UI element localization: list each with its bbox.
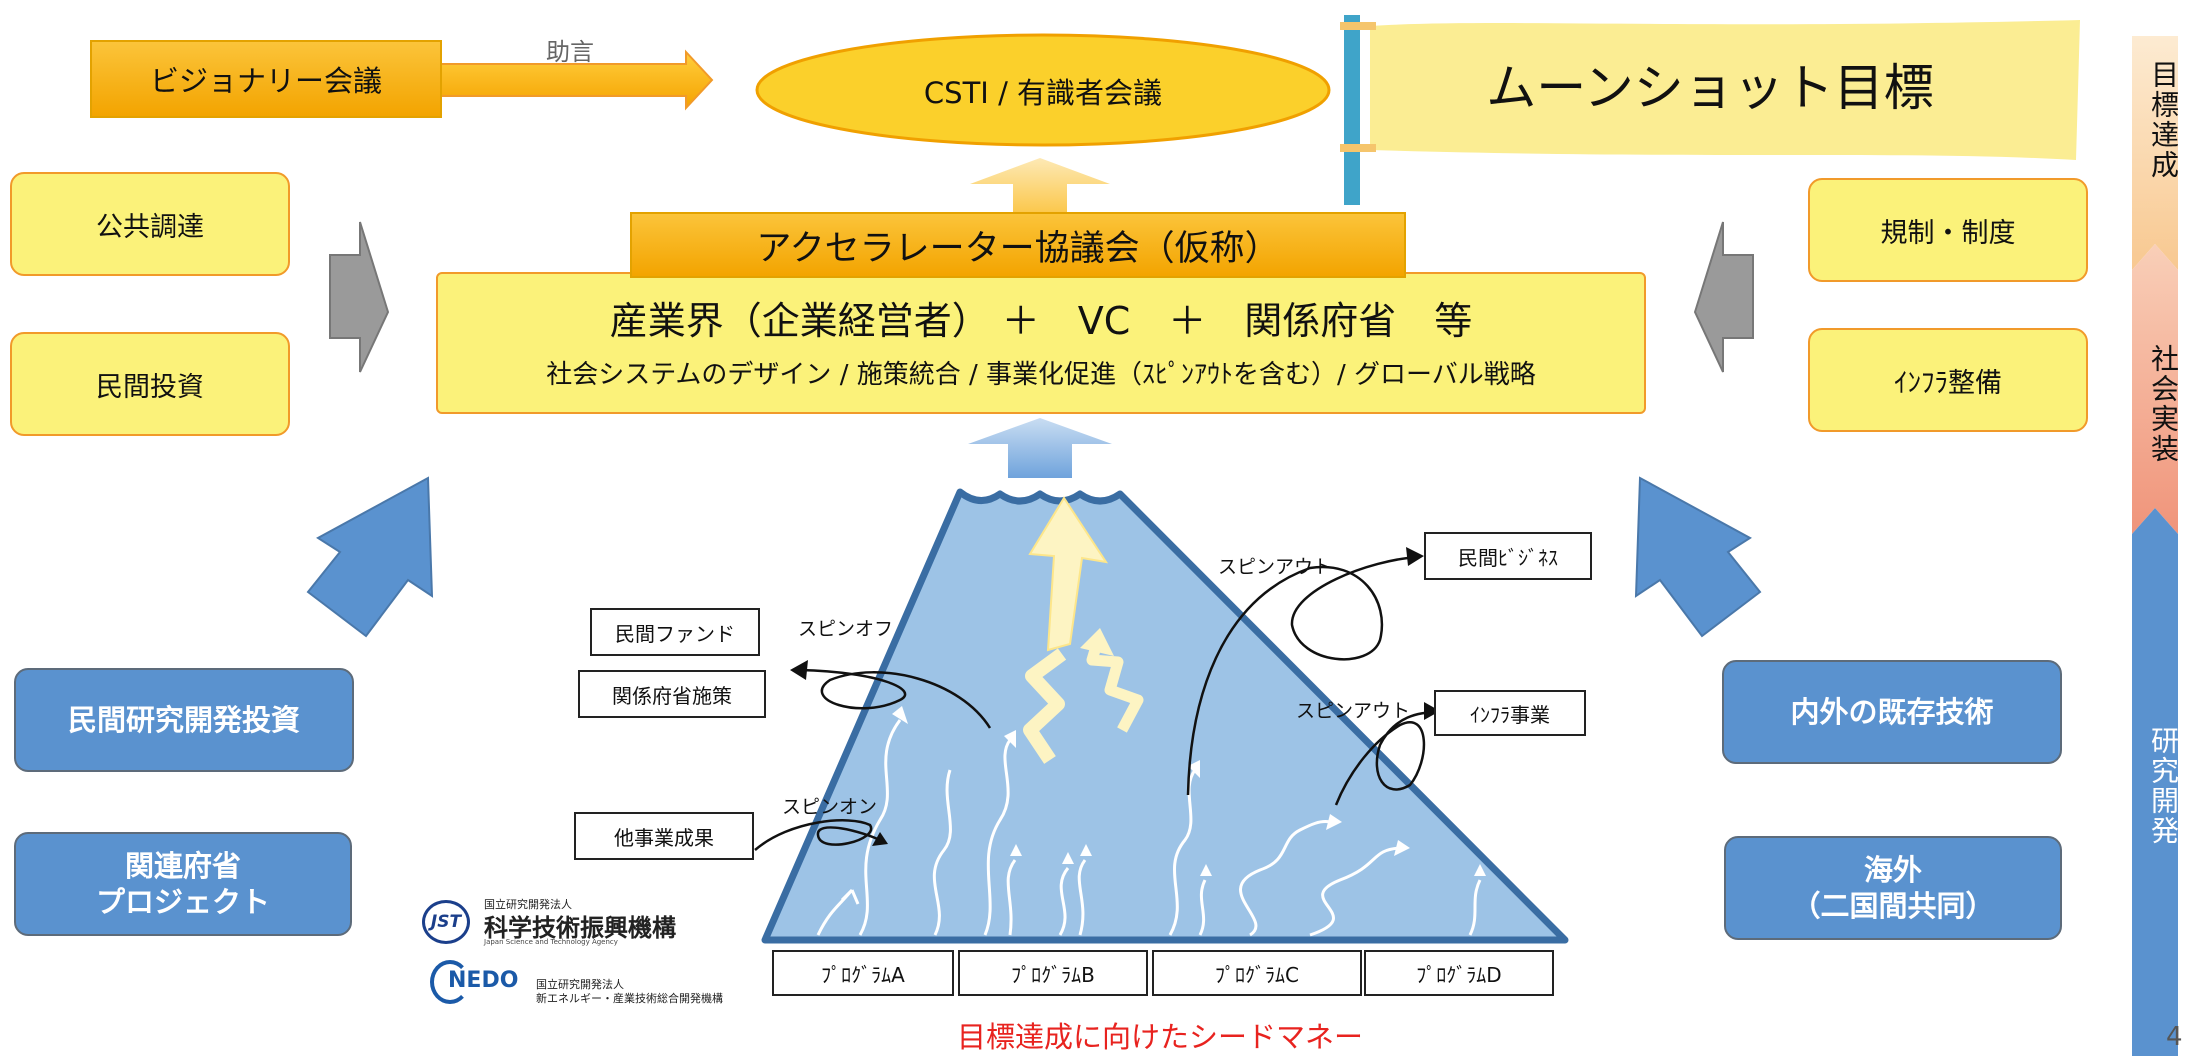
accelerator-title-box: アクセラレーター協議会（仮称） xyxy=(630,212,1406,278)
accelerator-title: アクセラレーター協議会（仮称） xyxy=(756,228,1280,269)
program-a-box: ﾌﾟﾛｸﾞﾗﾑA xyxy=(772,950,954,996)
nedo-org-type: 国立研究開発法人 xyxy=(536,978,624,991)
program-b-label: ﾌﾟﾛｸﾞﾗﾑB xyxy=(1011,962,1095,987)
jst-logo: JST 国立研究開発法人 科学技術振興機構 Japan Science and … xyxy=(422,896,722,948)
sidebar-label-goal: 目標達成 xyxy=(2147,60,2180,180)
ministry-projects-box: 関連府省 プロジェクト xyxy=(14,832,352,936)
accelerator-activities: 社会システムのデザイン / 施策統合 / 事業化促進（ｽﾋﾟﾝｱｳﾄを含む）/ … xyxy=(546,359,1536,390)
public-procurement-box: 公共調達 xyxy=(10,172,290,276)
jst-name: 科学技術振興機構 xyxy=(484,914,676,942)
sidebar-label-research: 研究開発 xyxy=(2147,726,2180,846)
private-investment-label: 民間投資 xyxy=(96,371,204,403)
accelerator-main-box: 産業界（企業経営者） ＋ VC ＋ 関係府省 等 社会システムのデザイン / 施… xyxy=(436,272,1646,414)
nedo-mark: NEDO xyxy=(448,968,519,993)
spinon-curve xyxy=(754,819,885,851)
private-business-box: 民間ﾋﾞｼﾞﾈｽ xyxy=(1424,532,1592,580)
spinoff-curve xyxy=(799,668,992,729)
spinon-label: スピンオン xyxy=(782,796,878,818)
mountain xyxy=(761,488,1569,944)
summit-arrow xyxy=(1028,496,1109,652)
spinout2-arrowhead xyxy=(1424,702,1440,720)
program-c-label: ﾌﾟﾛｸﾞﾗﾑC xyxy=(1215,962,1299,987)
nedo-mark-arc xyxy=(430,960,470,1004)
spinout2-curve xyxy=(1334,710,1435,806)
other-results-label: 他事業成果 xyxy=(614,825,714,850)
overseas-label: 海外 （二国間共同） xyxy=(1791,852,1995,923)
infra-business-box: ｲﾝﾌﾗ事業 xyxy=(1434,690,1586,736)
visionary-meeting-box: ビジョナリー会議 xyxy=(90,40,442,118)
program-d-box: ﾌﾟﾛｸﾞﾗﾑD xyxy=(1364,950,1554,996)
public-procurement-label: 公共調達 xyxy=(96,211,204,243)
existing-tech-box: 内外の既存技術 xyxy=(1722,660,2062,764)
nedo-name: 新エネルギー・産業技術総合開発機構 xyxy=(536,992,723,1005)
program-a-label: ﾌﾟﾛｸﾞﾗﾑA xyxy=(821,962,905,987)
sidebar-section-research xyxy=(2132,508,2178,1056)
csti-ellipse xyxy=(755,33,1331,147)
ministry-policy-box: 関係府省施策 xyxy=(578,670,766,718)
jst-org-type: 国立研究開発法人 xyxy=(484,898,572,911)
zigzag-arrow xyxy=(1023,648,1067,764)
regulation-label: 規制・制度 xyxy=(1880,217,2016,249)
private-rd-label: 民間研究開発投資 xyxy=(67,702,300,737)
infrastructure-box: ｲﾝﾌﾗ整備 xyxy=(1808,328,2088,432)
sidebar-section-social xyxy=(2132,244,2178,534)
flag-pole xyxy=(1344,15,1360,205)
wavy-arrowheads xyxy=(892,706,1486,876)
ministry-policy-label: 関係府省施策 xyxy=(612,683,732,708)
zigzag-arrowhead xyxy=(1080,628,1114,656)
existing-tech-label: 内外の既存技術 xyxy=(1790,694,1994,729)
visionary-meeting-label: ビジョナリー会議 xyxy=(149,64,382,98)
up-arrow-to-csti xyxy=(970,158,1110,212)
up-arrow-to-accelerator xyxy=(968,418,1112,478)
other-results-box: 他事業成果 xyxy=(574,812,754,860)
private-rd-box: 民間研究開発投資 xyxy=(14,668,354,772)
seed-money-caption: 目標達成に向けたシードマネー xyxy=(956,1020,1363,1054)
jst-english: Japan Science and Technology Agency xyxy=(484,938,618,946)
diagonal-arrow-right xyxy=(1634,476,1762,638)
flag-tie xyxy=(1340,22,1376,30)
overseas-box: 海外 （二国間共同） xyxy=(1724,836,2062,940)
regulation-box: 規制・制度 xyxy=(1808,178,2088,282)
nedo-logo: NEDO 国立研究開発法人 新エネルギー・産業技術総合開発機構 xyxy=(430,958,760,1010)
spinout1-curve xyxy=(1186,555,1419,796)
csti-label: CSTI / 有識者会議 xyxy=(923,76,1163,110)
infra-business-label: ｲﾝﾌﾗ事業 xyxy=(1470,702,1550,727)
program-b-box: ﾌﾟﾛｸﾞﾗﾑB xyxy=(958,950,1148,996)
infrastructure-label: ｲﾝﾌﾗ整備 xyxy=(1894,367,2002,399)
private-business-label: 民間ﾋﾞｼﾞﾈｽ xyxy=(1458,545,1558,570)
spinout2-label: スピンアウト xyxy=(1296,700,1411,722)
accelerator-members: 産業界（企業経営者） ＋ VC ＋ 関係府省 等 xyxy=(609,298,1473,343)
spinout1-arrowhead xyxy=(1406,547,1424,566)
zigzag-arrow xyxy=(1086,638,1144,733)
program-c-box: ﾌﾟﾛｸﾞﾗﾑC xyxy=(1152,950,1362,996)
jst-mark: JST xyxy=(422,900,470,944)
spinoff-label: スピンオフ xyxy=(798,618,894,640)
private-fund-box: 民間ファンド xyxy=(590,608,760,656)
advice-label: 助言 xyxy=(546,38,594,66)
private-investment-box: 民間投資 xyxy=(10,332,290,436)
diagonal-arrow-left xyxy=(306,476,434,638)
private-fund-label: 民間ファンド xyxy=(615,621,735,646)
gray-arrow-right xyxy=(329,221,390,373)
gray-arrow-left xyxy=(1693,221,1754,373)
sidebar-section-goal xyxy=(2132,36,2178,270)
flag-banner xyxy=(1370,20,2080,160)
page-number: 4 xyxy=(2166,1022,2183,1052)
moonshot-goal-title: ムーンショット目標 xyxy=(1486,59,1934,117)
program-d-label: ﾌﾟﾛｸﾞﾗﾑD xyxy=(1416,962,1502,987)
sidebar-label-social: 社会実装 xyxy=(2147,344,2180,464)
spinon-arrowhead xyxy=(872,832,888,846)
spinoff-arrowhead xyxy=(790,660,808,680)
spinout1-label: スピンアウト xyxy=(1218,556,1333,578)
ministry-projects-label: 関連府省 プロジェクト xyxy=(95,848,270,919)
advice-arrow xyxy=(439,49,714,111)
flag-tie xyxy=(1340,144,1376,152)
